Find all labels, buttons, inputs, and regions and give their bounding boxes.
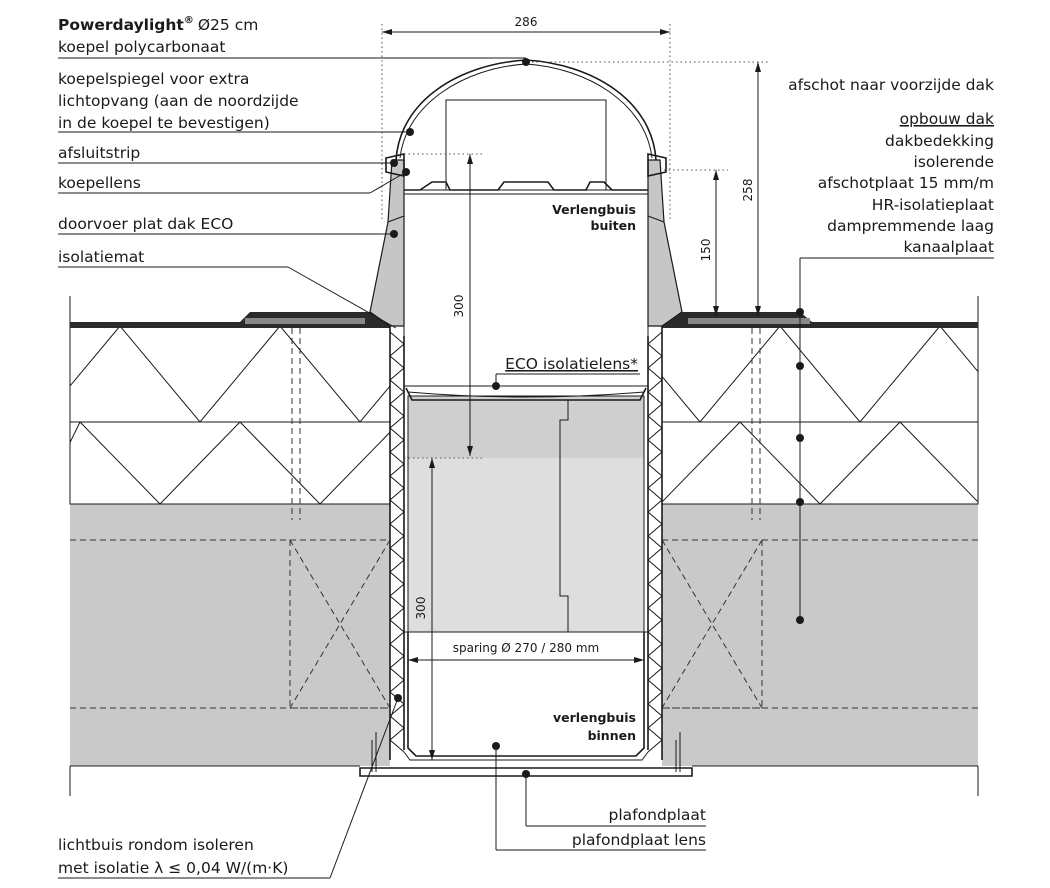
label-eco-isolatielens: ECO isolatielens* — [505, 355, 638, 373]
brand-name: Powerdaylight — [58, 16, 184, 34]
dim-258: 258 — [741, 179, 755, 202]
label-dakbedekking: dakbedekking — [885, 132, 994, 150]
dome-assembly — [369, 59, 683, 327]
eco-isolatielens — [405, 387, 647, 401]
dim-150: 150 — [699, 239, 713, 262]
label-koepel: koepel polycarbonaat — [58, 38, 225, 56]
label-koepellens: koepellens — [58, 174, 141, 192]
center-labels: Verlengbuis buiten ECO isolatielens* spa… — [453, 202, 638, 743]
isolatiemat — [389, 326, 663, 760]
label-hr-isolatieplaat: HR-isolatieplaat — [872, 196, 994, 214]
label-verlengbuis-buiten-2: buiten — [591, 218, 636, 233]
product-size: Ø25 cm — [198, 16, 258, 34]
title: Powerdaylight® Ø25 cm — [58, 15, 258, 34]
label-dampremmende-laag: dampremmende laag — [827, 217, 994, 235]
dimension-labels: 286 258 150 300 300 — [414, 15, 755, 619]
koepellens — [404, 181, 648, 191]
kanaalplaat-left — [70, 504, 390, 766]
leader-lines — [58, 57, 994, 879]
koepel-polycarbonaat — [395, 59, 657, 161]
dim-300-upper: 300 — [452, 295, 466, 318]
dim-300-lower: 300 — [414, 597, 428, 620]
doorvoer-plat-dak — [369, 159, 405, 327]
koepelspiegel — [445, 99, 607, 190]
label-plafondplaat-lens: plafondplaat lens — [572, 831, 706, 849]
label-isolerende: isolerende — [914, 153, 994, 171]
label-afsluitstrip: afsluitstrip — [58, 144, 140, 162]
label-afschot: afschot naar voorzijde dak — [788, 76, 994, 94]
kanaalplaat-right — [662, 504, 978, 766]
label-spiegel-1: koepelspiegel voor extra — [58, 70, 249, 88]
label-spiegel-2: lichtopvang (aan de noordzijde — [58, 92, 299, 110]
label-plafondplaat: plafondplaat — [609, 806, 706, 824]
left-labels: koepel polycarbonaat koepelspiegel voor … — [58, 38, 299, 877]
roof-structure — [69, 296, 979, 796]
right-labels: afschot naar voorzijde dak opbouw dak da… — [572, 76, 994, 849]
label-isolatiemat: isolatiemat — [58, 248, 144, 266]
verlengbuis — [403, 189, 649, 761]
registered-mark: ® — [184, 15, 194, 26]
label-lichtbuis-1: lichtbuis rondom isoleren — [58, 836, 254, 854]
label-lichtbuis-2: met isolatie λ ≤ 0,04 W/(m·K) — [58, 859, 288, 877]
label-sparing: sparing Ø 270 / 280 mm — [453, 641, 599, 655]
label-verlengbuis-binnen-1: verlengbuis — [553, 710, 636, 725]
label-spiegel-3: in de koepel te bevestigen) — [58, 114, 270, 132]
label-verlengbuis-buiten-1: Verlengbuis — [552, 202, 636, 217]
label-afschotplaat: afschotplaat 15 mm/m — [818, 174, 994, 192]
dimension-lines — [381, 24, 770, 760]
title-block: Powerdaylight® Ø25 cm — [58, 15, 258, 34]
label-doorvoer: doorvoer plat dak ECO — [58, 215, 233, 233]
label-verlengbuis-binnen-2: binnen — [588, 728, 636, 743]
label-opbouw: opbouw dak — [900, 110, 994, 128]
label-kanaalplaat: kanaalplaat — [903, 238, 994, 256]
plafondplaat — [359, 732, 693, 777]
dim-286: 286 — [515, 15, 538, 29]
